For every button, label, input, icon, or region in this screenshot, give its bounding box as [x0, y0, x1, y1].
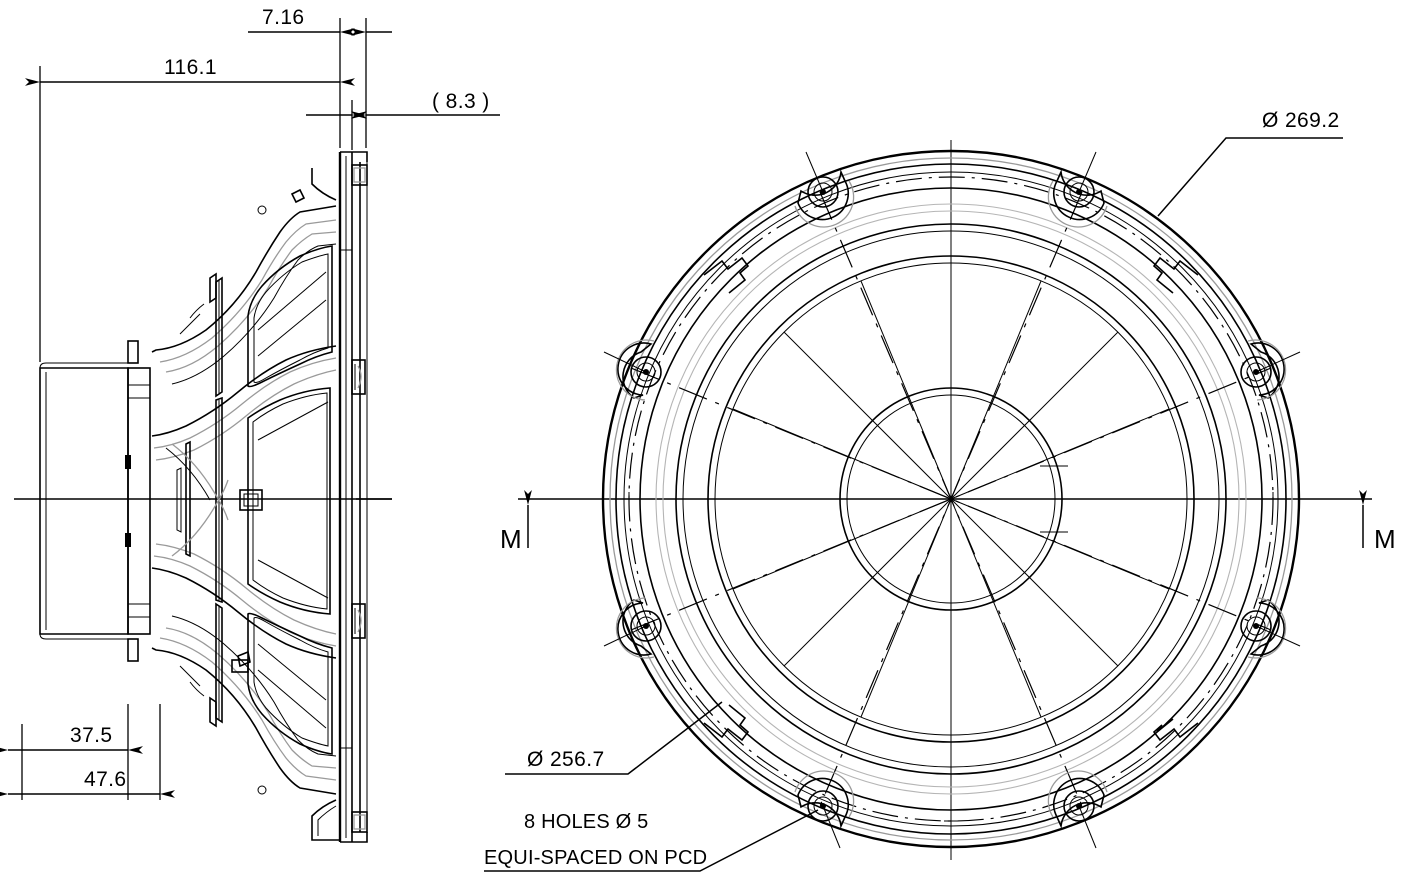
callout-label-bolt-circle: Ø 256.7 — [527, 748, 605, 771]
basket-arm-upper — [151, 188, 337, 398]
surround-inner-roll — [707, 255, 1195, 743]
dimension-depth-overall: 116.1 — [25, 56, 355, 86]
dimension-flange-thickness: ( 8.3 ) — [306, 90, 500, 119]
section-mark-left: M — [500, 490, 532, 554]
basket-arm-middle — [151, 345, 337, 659]
dimension-magnet-depth-outer: 47.6 — [0, 768, 175, 798]
frame-ring-step — [623, 171, 1279, 827]
mounting-ear-2 — [1047, 168, 1108, 228]
dimension-label-magnet-depth-outer: 47.6 — [84, 768, 126, 791]
outer-rim-edge — [601, 149, 1301, 849]
centerline-hash-marks — [628, 176, 1274, 822]
dimension-flange-offset: 7.16 — [248, 6, 392, 36]
frame-ring-inner — [639, 187, 1263, 811]
mounting-ear-3 — [615, 339, 662, 401]
dimension-magnet-depth-inner: 37.5 — [0, 724, 143, 754]
section-mark-label-right: M — [1374, 524, 1396, 554]
mounting-ear-8 — [1047, 770, 1108, 830]
rim-notches — [703, 256, 1199, 742]
callout-outer-diameter: Ø 269.2 — [1157, 109, 1343, 217]
front-view — [518, 140, 1372, 860]
gasket-ring-inner — [662, 210, 1240, 788]
callout-label-holes-line2: EQUI-SPACED ON PCD — [484, 847, 707, 869]
section-mark-label-left: M — [500, 524, 522, 554]
surround-outer-roll — [675, 223, 1227, 775]
dimension-label-flange-offset: 7.16 — [262, 6, 304, 29]
callout-label-outer-diameter: Ø 269.2 — [1262, 109, 1340, 132]
callout-label-holes-line1: 8 HOLES Ø 5 — [524, 811, 648, 833]
mounting-ear-4 — [1240, 339, 1287, 401]
callout-mounting-holes: 8 HOLES Ø 5 EQUI-SPACED ON PCD — [484, 809, 819, 872]
frame-ring-outer — [615, 163, 1287, 835]
section-mark-right: M — [1359, 490, 1396, 554]
magnet-assembly — [39, 340, 151, 662]
construction-diagonals — [630, 191, 1272, 807]
dimension-label-magnet-depth-inner: 37.5 — [70, 724, 112, 747]
mounting-ears — [615, 168, 1287, 830]
mounting-flange — [338, 151, 392, 843]
mounting-ear-6 — [1240, 597, 1287, 659]
mounting-ear-1 — [794, 168, 855, 228]
dimension-label-depth-overall: 116.1 — [164, 56, 217, 79]
side-section-view — [14, 151, 392, 843]
outer-rim-inner-face — [609, 157, 1293, 841]
surround-outer-edge — [682, 230, 1220, 768]
gasket-ring-outer — [655, 203, 1247, 795]
dimension-label-flange-thickness: ( 8.3 ) — [432, 90, 490, 113]
dimension-set-side-view: 7.16 116.1 ( 8.3 ) 37.5 47.6 — [0, 6, 500, 800]
mounting-ear-5 — [615, 597, 662, 659]
callout-bolt-circle: Ø 256.7 — [505, 701, 723, 775]
ear-pointer-leaders — [603, 151, 1301, 849]
basket-arm-lower — [151, 602, 337, 795]
basket-outer-shell — [311, 168, 340, 841]
